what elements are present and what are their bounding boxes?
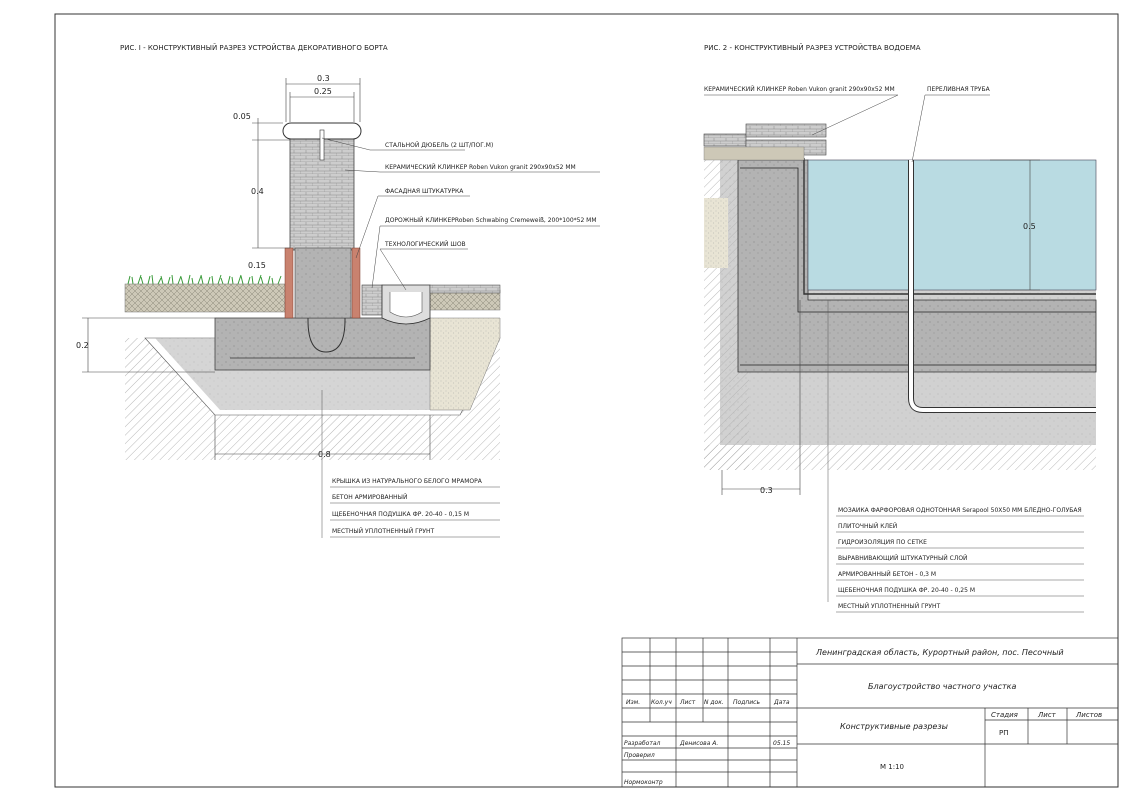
- stamp-project: Благоустройство частного участка: [868, 682, 1016, 691]
- fig1-plaster-right: [351, 247, 361, 319]
- stamp-stage-header: Стадия: [991, 711, 1018, 719]
- fig1-soil-top: [124, 283, 286, 313]
- fig2-dim-05: 0.5: [1023, 222, 1036, 231]
- fig1-title: РИС. I - КОНСТРУКТИВНЫЙ РАЗРЕЗ УСТРОЙСТВ…: [120, 43, 388, 52]
- fig2-paver-2: [745, 123, 827, 138]
- fig1-dim-015: 0.15: [248, 261, 266, 270]
- fig2-dim-03: 0.3: [760, 486, 773, 495]
- fig1-concrete-base: [214, 317, 431, 371]
- fig1-column-core: [294, 247, 352, 319]
- fig1-legend-2: ЩЕБЕНОЧНАЯ ПОДУШКА ФР. 20-40 - 0,15 М: [332, 511, 469, 518]
- fig1-sand: [429, 317, 501, 411]
- fig1-dim-005: 0.05: [233, 112, 251, 121]
- fig2-legend-4: АРМИРОВАННЫЙ БЕТОН - 0,3 М: [838, 571, 936, 578]
- title-block: [621, 637, 1119, 788]
- stamp-h-list: Лист: [679, 699, 696, 706]
- fig1-dowel: [319, 129, 325, 161]
- stamp-role-1: Проверил: [624, 752, 655, 759]
- figure-2: РИС. 2 - КОНСТРУКТИВНЫЙ РАЗРЕЗ УСТРОЙСТВ…: [703, 43, 1097, 613]
- stamp-h-izm: Изм.: [626, 699, 640, 706]
- fig1-legend: [321, 390, 500, 538]
- fig1-callout-clinker: КЕРАМИЧЕСКИЙ КЛИНКЕР Roben Vukon granit …: [385, 164, 576, 171]
- fig2-soil-hatch-bottom: [704, 445, 1096, 470]
- stamp-h-koluch: Кол.уч: [651, 699, 672, 706]
- stamp-author: Денисова А.: [679, 740, 718, 747]
- figure-1: РИС. I - КОНСТРУКТИВНЫЙ РАЗРЕЗ УСТРОЙСТВ…: [76, 43, 600, 538]
- fig1-plaster-left: [284, 247, 294, 319]
- stamp-sheet-title: Конструктивные разрезы: [840, 722, 948, 731]
- fig1-callout-road-clinker: ДОРОЖНЫЙ КЛИНКЕРRoben Schwabing Cremewei…: [385, 217, 597, 224]
- fig2-callout-pipe: ПЕРЕЛИВНАЯ ТРУБА: [927, 86, 991, 93]
- fig1-rebar: [307, 250, 346, 353]
- fig1-dim-025: 0.25: [314, 87, 332, 96]
- fig2-paver-1: [703, 133, 747, 147]
- stamp-list-header: Лист: [1037, 711, 1057, 719]
- fig2-legend-3: ВЫРАВНИВАЮЩИЙ ШТУКАТУРНЫЙ СЛОЙ: [838, 555, 968, 562]
- fig1-dim-02: 0.2: [76, 341, 89, 350]
- fig2-legend: [827, 300, 1084, 613]
- fig2-water: [807, 159, 1097, 291]
- stamp-role-0: Разработал: [624, 740, 661, 747]
- fig1-callout-dowel: СТАЛЬНОЙ ДЮБЕЛЬ (2 ШТ/ПОГ.М): [385, 142, 493, 149]
- fig1-dim-04: 0.4: [251, 187, 264, 196]
- fig2-legend-1: ПЛИТОЧНЫЙ КЛЕЙ: [838, 523, 897, 530]
- fig1-legend-1: БЕТОН АРМИРОВАННЫЙ: [332, 494, 407, 501]
- stamp-location: Ленинградская область, Курортный район, …: [815, 648, 1064, 657]
- fig1-callout-plaster: ФАСАДНАЯ ШТУКАТУРКА: [385, 188, 464, 195]
- stamp-stage: РП: [999, 729, 1009, 737]
- sheet-frame: [54, 13, 1119, 788]
- fig2-sand: [704, 198, 728, 268]
- fig1-legend-3: МЕСТНЫЙ УПЛОТНЕННЫЙ ГРУНТ: [332, 528, 435, 535]
- fig1-road-clinker: [361, 284, 383, 316]
- fig1-dim-03: 0.3: [317, 74, 330, 83]
- fig1-legend-0: КРЫШКА ИЗ НАТУРАЛЬНОГО БЕЛОГО МРАМОРА: [332, 478, 483, 485]
- fig1-callout-joint: ТЕХНОЛОГИЧЕСКИЙ ШОВ: [384, 241, 466, 248]
- stamp-h-podpis: Подпись: [733, 699, 760, 706]
- stamp-h-ndok: N док.: [704, 699, 724, 706]
- grass-icon: [127, 274, 282, 285]
- stamp-scale: М 1:10: [880, 763, 904, 771]
- fig2-legend-6: МЕСТНЫЙ УПЛОТНЕННЫЙ ГРУНТ: [838, 603, 941, 610]
- fig2-callout-clinker: КЕРАМИЧЕСКИЙ КЛИНКЕР Roben Vukon granit …: [704, 86, 895, 93]
- fig2-title: РИС. 2 - КОНСТРУКТИВНЫЙ РАЗРЕЗ УСТРОЙСТВ…: [704, 43, 921, 52]
- stamp-listov-header: Листов: [1075, 711, 1102, 719]
- stamp-date: 05.15: [773, 740, 790, 747]
- stamp-h-data: Дата: [773, 699, 790, 706]
- fig2-legend-5: ЩЕБЕНОЧНАЯ ПОДУШКА ФР. 20-40 - 0,25 М: [838, 587, 975, 594]
- fig2-legend-0: МОЗАИКА ФАРФОРОВАЯ ОДНОТОННАЯ Serapool 5…: [838, 507, 1082, 514]
- fig1-dim-08: 0.8: [318, 450, 331, 459]
- fig2-legend-2: ГИДРОИЗОЛЯЦИЯ ПО СЕТКЕ: [838, 539, 927, 546]
- stamp-role-2: Нормоконтр: [624, 779, 663, 786]
